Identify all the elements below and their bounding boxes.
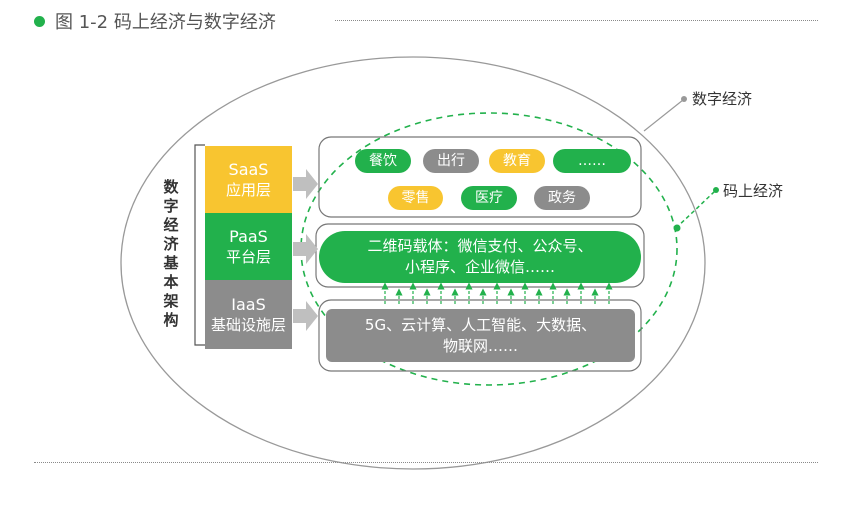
architecture-bracket [194, 144, 205, 346]
title-divider [335, 20, 818, 21]
paas-content-line1: 二维码载体：微信支付、公众号、 [367, 237, 593, 255]
paas-outline [315, 223, 645, 288]
bullet-dot-icon [34, 15, 45, 27]
saas-layer: SaaS 应用层 [205, 146, 292, 213]
iaas-outline [318, 299, 642, 372]
saas-desc: 应用层 [225, 180, 271, 199]
paas-desc: 平台层 [225, 247, 271, 266]
paas-content-line2: 小程序、企业微信…… [404, 258, 555, 276]
paas-name: PaaS [229, 226, 268, 246]
saas-item-more: …… [553, 149, 631, 173]
saas-item-retail: 零售 [388, 186, 443, 210]
saas-item-government: 政务 [534, 186, 590, 210]
saas-item-travel: 出行 [423, 149, 479, 173]
iaas-desc: 基础设施层 [210, 315, 286, 334]
saas-box [318, 136, 642, 218]
architecture-label: 数字经济基本架构 [163, 178, 179, 329]
figure-title: 图 1-2 码上经济与数字经济 [34, 8, 276, 34]
digital-economy-label: 数字经济 [692, 90, 753, 108]
iaas-content-line1: 5G、云计算、人工智能、大数据、 [364, 315, 597, 334]
code-economy-dot-icon [673, 224, 681, 232]
digital-economy-ellipse [120, 56, 706, 470]
saas-item-education: 教育 [489, 149, 545, 173]
saas-name: SaaS [228, 159, 269, 179]
saas-item-medical: 医疗 [461, 186, 517, 210]
digital-economy-dot-icon [681, 96, 687, 102]
figure-title-text: 图 1-2 码上经济与数字经济 [55, 12, 276, 33]
iaas-content-line2: 物联网…… [442, 336, 518, 355]
iaas-content: 5G、云计算、人工智能、大数据、 物联网…… [326, 309, 635, 362]
layer-arrows [293, 169, 318, 331]
paas-layer: PaaS 平台层 [205, 213, 292, 280]
iaas-layer: IaaS 基础设施层 [205, 280, 292, 349]
code-economy-label: 码上经济 [723, 182, 784, 200]
code-economy-label-dot-icon [713, 187, 719, 193]
code-economy-circle [300, 112, 678, 386]
iaas-name: IaaS [231, 294, 266, 314]
saas-item-catering: 餐饮 [355, 149, 411, 173]
paas-content: 二维码载体：微信支付、公众号、 小程序、企业微信…… [319, 231, 641, 283]
support-arrows [381, 282, 613, 304]
bottom-divider [34, 462, 818, 463]
